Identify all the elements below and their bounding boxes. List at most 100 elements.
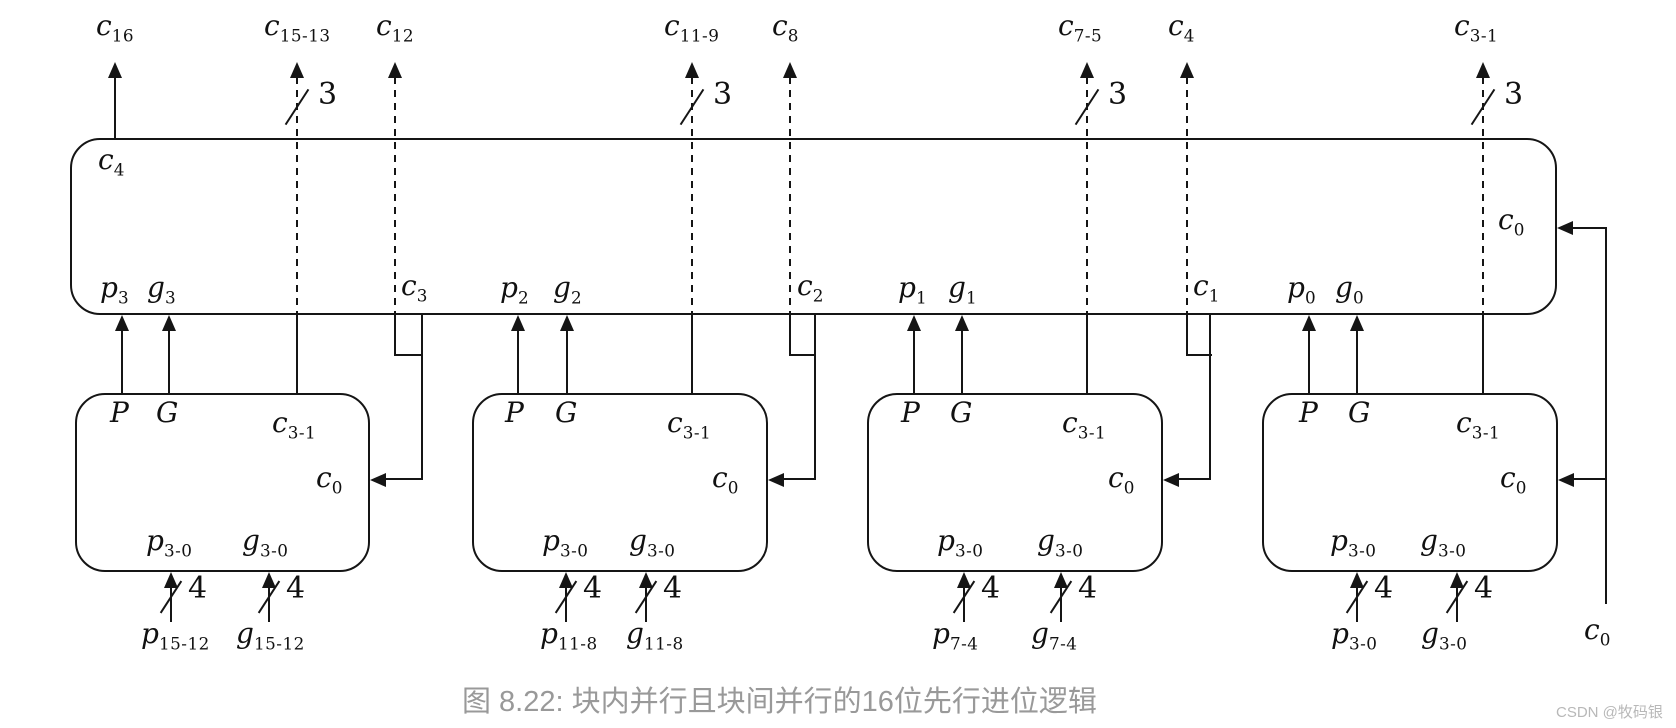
block2-carries-label: c3-1: [667, 406, 712, 443]
c8-dashed-wire: [789, 77, 791, 315]
block3-G-arrowhead: [955, 315, 969, 331]
block4-P-label: P: [1299, 396, 1318, 429]
block1-p-in-wire: [170, 586, 172, 622]
block1-carries-label: c3-1: [272, 406, 317, 443]
block3-g-bus-width-label: 4: [1078, 571, 1098, 606]
block3-pport-label: p3-0: [937, 524, 984, 561]
c4-branch-step: [1186, 354, 1212, 356]
c1-port-wire: [1209, 315, 1211, 480]
c7-5-bus-width-label: 3: [1108, 77, 1128, 112]
c16-arrowhead: [108, 62, 122, 78]
c0-to-carry-unit-arrowhead: [1557, 221, 1573, 235]
block3-g-in-arrowhead: [1054, 572, 1068, 588]
c8-label: c8: [772, 9, 799, 46]
block4-cla-box: [1262, 393, 1558, 572]
block4-G-arrowhead: [1350, 315, 1364, 331]
c4-dashed-wire: [1186, 77, 1188, 315]
c2-port-wire: [814, 315, 816, 480]
c11-9-bus-width-label: 3: [713, 77, 733, 112]
c12-arrowhead: [388, 62, 402, 78]
c3-to-block1-arrowhead: [370, 473, 386, 487]
carry-unit-port-p2-label: p2: [500, 271, 530, 308]
block3-p-input-label: p7-4: [932, 617, 979, 654]
c12-label: c12: [376, 9, 415, 46]
block4-cin-label: c0: [1500, 461, 1527, 498]
block4-g-input-label: g3-0: [1421, 617, 1468, 654]
block2-p-in-wire: [565, 586, 567, 622]
c0-to-block4-wire: [1573, 478, 1606, 480]
block3-g-input-label: g7-4: [1031, 617, 1078, 654]
c7-5-label: c7-5: [1058, 9, 1103, 46]
carry-unit-port-p3-label: p3: [100, 271, 130, 308]
carry-unit-port-c1-label: c1: [1193, 269, 1220, 306]
block4-gport-label: g3-0: [1420, 524, 1467, 561]
block3-carries-label: c3-1: [1062, 406, 1107, 443]
block3-cla-box: [867, 393, 1163, 572]
c11-9-label: c11-9: [664, 9, 720, 46]
block4-g-bus-width-label: 4: [1474, 571, 1494, 606]
block2-G-wire: [566, 330, 568, 393]
carry-unit-port-g1-label: g1: [948, 271, 978, 308]
block3-p-in-wire: [963, 586, 965, 622]
c12-dashed-wire: [394, 77, 396, 315]
carry-unit-port-g0-label: g0: [1335, 271, 1365, 308]
block2-p-in-arrowhead: [559, 572, 573, 588]
block4-P-wire: [1308, 330, 1310, 393]
block3-G-wire: [961, 330, 963, 393]
c7-5-dashed-wire: [1086, 77, 1088, 315]
c11-9-dashed-wire: [691, 77, 693, 315]
carry-unit-port-p1-label: p1: [898, 271, 928, 308]
block3-P-arrowhead: [907, 315, 921, 331]
block2-G-arrowhead: [560, 315, 574, 331]
block1-cla-box: [75, 393, 370, 572]
c4-arrowhead: [1180, 62, 1194, 78]
block2-g-bus-width-label: 4: [663, 571, 683, 606]
c0-source-label: c0: [1584, 613, 1611, 650]
c15-13-arrowhead: [290, 62, 304, 78]
c4-branch-stub: [1186, 315, 1188, 356]
block3-g-in-wire: [1060, 586, 1062, 622]
block1-cin-label: c0: [316, 461, 343, 498]
watermark: CSDN @牧码银: [1556, 704, 1663, 721]
carry-unit-c4-label: c4: [98, 143, 125, 180]
block4-carries-label: c3-1: [1456, 406, 1501, 443]
block1-g-input-label: g15-12: [236, 617, 305, 654]
block1-g-in-wire: [268, 586, 270, 622]
block1-P-arrowhead: [115, 315, 129, 331]
block1-gport-label: g3-0: [242, 524, 289, 561]
block4-G-wire: [1356, 330, 1358, 393]
c16-label: c16: [96, 9, 135, 46]
c8-arrowhead: [783, 62, 797, 78]
block1-G-wire: [168, 330, 170, 393]
block3-cin-label: c0: [1108, 461, 1135, 498]
block2-P-label: P: [505, 396, 524, 429]
c7-5-arrowhead: [1080, 62, 1094, 78]
carry-unit-port-c3-label: c3: [401, 269, 428, 306]
c11-9-arrowhead: [685, 62, 699, 78]
block2-g-in-wire: [645, 586, 647, 622]
block4-p-input-label: p3-0: [1331, 617, 1378, 654]
c3-1-arrowhead: [1476, 62, 1490, 78]
carry-unit-port-g3-label: g3: [147, 271, 177, 308]
block2-p-bus-width-label: 4: [583, 571, 603, 606]
c3-1-bus-width-label: 3: [1504, 77, 1524, 112]
c0-to-carry-unit-wire: [1572, 227, 1606, 229]
block4-G-label: G: [1348, 396, 1371, 429]
c0-feed-wire: [1605, 227, 1607, 604]
block1-carries-wire: [296, 315, 298, 393]
carry-unit-port-g2-label: g2: [553, 271, 583, 308]
carry-unit-c0-label: c0: [1498, 203, 1525, 240]
block4-p-bus-width-label: 4: [1374, 571, 1394, 606]
c3-1-label: c3-1: [1454, 9, 1499, 46]
c15-13-dashed-wire: [296, 77, 298, 315]
c15-13-label: c15-13: [264, 9, 331, 46]
block4-p-in-arrowhead: [1350, 572, 1364, 588]
block1-p-input-label: p15-12: [141, 617, 210, 654]
block2-g-input-label: g11-8: [626, 617, 684, 654]
block4-P-arrowhead: [1302, 315, 1316, 331]
block3-gport-label: g3-0: [1037, 524, 1084, 561]
block3-G-label: G: [950, 396, 973, 429]
c3-1-dashed-wire: [1482, 77, 1484, 315]
c8-branch-step: [789, 354, 816, 356]
